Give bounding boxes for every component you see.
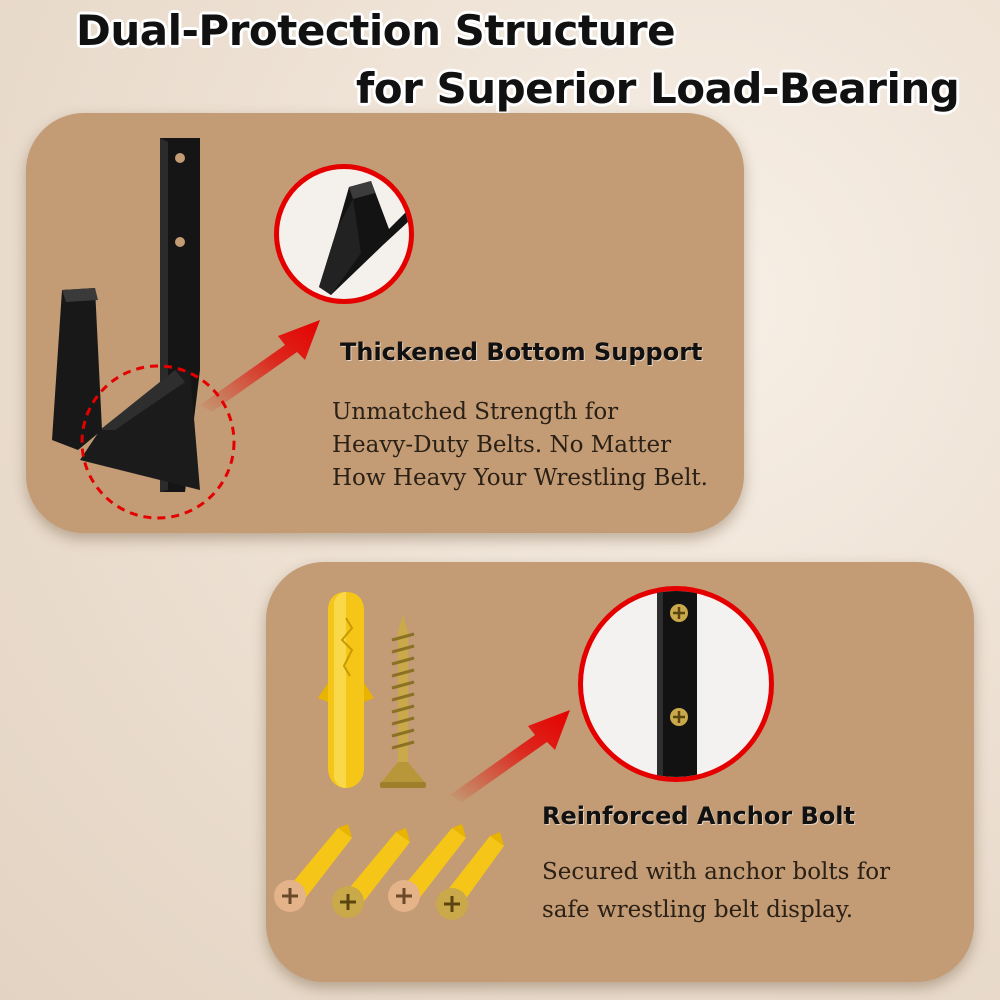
headline-line-1: Dual-Protection Structure — [76, 6, 676, 55]
zoom-circle-anchor-bolt — [578, 586, 774, 782]
headline-line-2: for Superior Load-Bearing — [356, 64, 960, 113]
red-arrow-icon — [200, 320, 320, 412]
highlight-circle — [80, 364, 236, 520]
zoom-circle-bottom-support — [274, 164, 414, 304]
hook-detail-icon — [319, 181, 409, 295]
wood-screw-icon — [380, 614, 426, 788]
red-arrow-icon — [450, 710, 570, 802]
feature-description-bottom-support: Unmatched Strength for Heavy-Duty Belts.… — [332, 399, 708, 491]
mounted-hook-detail-icon — [657, 591, 697, 777]
anchor-screw-set-icon — [274, 824, 504, 920]
feature-description-anchor-bolt: Secured with anchor bolts for safe wrest… — [542, 859, 891, 923]
feature-title-bottom-support: Thickened Bottom Support — [340, 338, 703, 366]
wall-anchor-icon — [318, 592, 374, 788]
feature-title-anchor-bolt: Reinforced Anchor Bolt — [542, 802, 856, 830]
